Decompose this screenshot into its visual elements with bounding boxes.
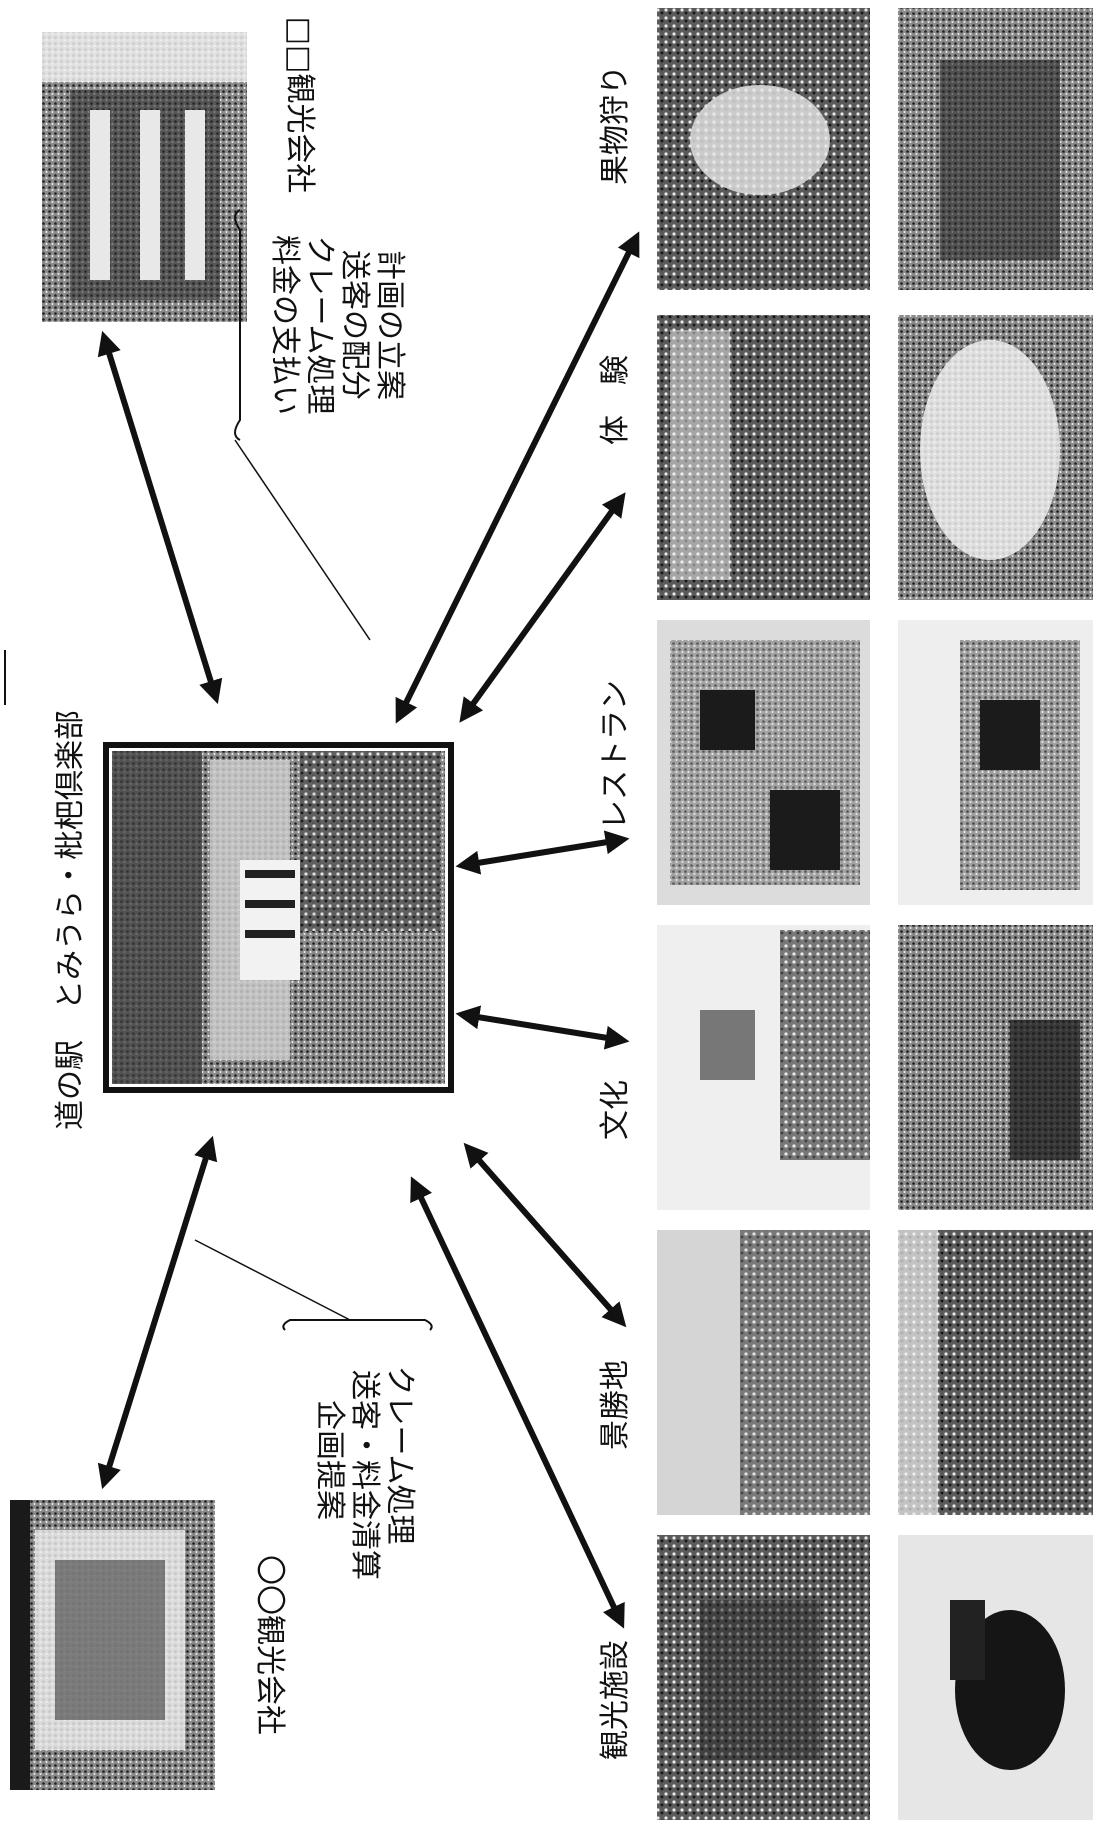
photo-grid <box>657 8 1093 1820</box>
svg-text:企画提案: 企画提案 <box>312 1400 347 1520</box>
category-label-scenic-spot: 景勝地 <box>598 1360 633 1450</box>
arrow-restaurant <box>455 830 630 875</box>
svg-text:道の駅 とみうら・枇杷倶楽部: 道の駅 とみうら・枇杷倶楽部 <box>53 710 88 1130</box>
category-label-tourist-facility: 観光施設 <box>598 1640 633 1760</box>
right-agency-roles: 計画の立案 <box>372 250 407 400</box>
svg-text:送客・料金清算: 送客・料金清算 <box>347 1370 382 1580</box>
svg-text:観光施設: 観光施設 <box>598 1640 633 1760</box>
svg-text:料金の支払い: 料金の支払い <box>267 235 302 415</box>
category-label-culture: 文化 <box>598 1080 633 1140</box>
left-agency-name: 〇〇観光会社 <box>252 1555 287 1735</box>
right-role-2: 送客の配分 <box>337 250 372 400</box>
svg-text:クレーム処理: クレーム処理 <box>302 235 337 414</box>
category-label-experience: 体 験 <box>598 355 633 445</box>
arrow-scenic-spot <box>463 1142 627 1328</box>
arrow-right-agency <box>97 330 223 705</box>
svg-text:送客の配分: 送客の配分 <box>337 250 372 400</box>
right-roles-brace <box>234 209 241 441</box>
left-roles-pointer <box>194 1239 351 1321</box>
svg-text:レストラン: レストラン <box>598 680 633 830</box>
right-role-3: クレーム処理 <box>302 235 337 414</box>
right-agency-name: □□観光会社 <box>282 17 317 194</box>
left-agency-photo <box>10 1500 215 1790</box>
arrow-fruit-picking <box>395 231 640 724</box>
right-agency-photo <box>42 32 247 322</box>
left-agency-roles: 企画提案 <box>312 1400 347 1520</box>
arrow-left-agency <box>97 1135 218 1490</box>
svg-text:〇〇観光会社: 〇〇観光会社 <box>252 1555 287 1735</box>
arrows <box>97 231 640 1629</box>
svg-text:クレーム処理: クレーム処理 <box>382 1365 417 1544</box>
svg-text:景勝地: 景勝地 <box>598 1360 633 1450</box>
category-label-restaurant: レストラン <box>598 680 633 830</box>
svg-text:計画の立案: 計画の立案 <box>372 250 407 400</box>
svg-text:文化: 文化 <box>598 1080 633 1140</box>
arrow-culture <box>455 1005 630 1050</box>
category-label-fruit-picking: 果物狩り <box>598 65 633 185</box>
right-roles-pointer <box>234 439 371 641</box>
svg-text:体 験: 体 験 <box>598 355 633 445</box>
svg-text:□□観光会社: □□観光会社 <box>282 17 317 194</box>
hub-title: 道の駅 とみうら・枇杷倶楽部 <box>53 710 88 1130</box>
left-roles-brace <box>282 1319 433 1331</box>
svg-text:果物狩り: 果物狩り <box>598 65 633 185</box>
left-role-3: クレーム処理 <box>382 1365 417 1544</box>
hub-photo <box>103 742 454 1093</box>
arrow-tourist-facility <box>410 1176 625 1629</box>
right-role-4: 料金の支払い <box>267 235 302 415</box>
left-role-2: 送客・料金清算 <box>347 1370 382 1580</box>
